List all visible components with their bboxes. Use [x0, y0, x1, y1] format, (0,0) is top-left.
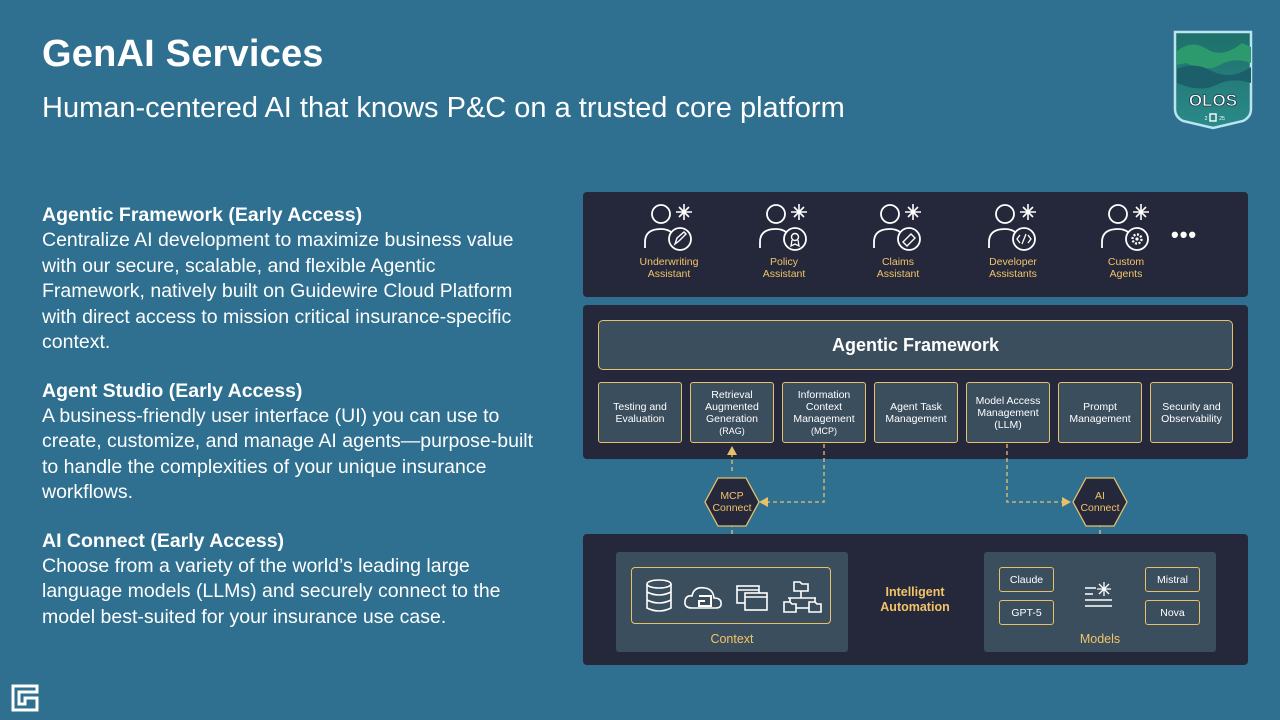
ai-sparkle-lines-icon — [1085, 582, 1112, 607]
badge-year-right: 25 — [1219, 116, 1225, 122]
model-chip-mistral: Mistral — [1145, 567, 1200, 592]
section-body: A business-friendly user interface (UI) … — [42, 404, 534, 504]
olos-badge-logo: OLOS 2 25 — [1172, 29, 1254, 130]
page-title: GenAI Services — [42, 33, 324, 75]
models-label: Models — [1079, 632, 1121, 646]
section-heading: Agent Studio (Early Access) — [42, 379, 303, 402]
custom-agent-icon — [1101, 204, 1149, 251]
policy-agent-icon — [759, 204, 807, 251]
section-agent-studio: Agent Studio (Early Access) A business-f… — [42, 379, 542, 506]
guidewire-logo-icon — [11, 684, 39, 712]
developer-agent-icon — [988, 204, 1036, 251]
database-icon — [646, 579, 672, 612]
section-body: Centralize AI development to maximize bu… — [42, 229, 514, 353]
model-chip-nova: Nova — [1145, 600, 1200, 625]
underwriting-agent-icon — [644, 204, 692, 251]
folder-tree-icon — [783, 581, 822, 613]
badge-year-left: 2 — [1205, 116, 1208, 122]
feature-sections: Agentic Framework (Early Access) Central… — [42, 203, 542, 653]
model-chip-claude: Claude — [999, 567, 1054, 592]
section-body: Choose from a variety of the world’s lea… — [42, 554, 501, 628]
windows-icon — [736, 585, 768, 611]
models-panel: Claude GPT-5 Mistral Nova Models — [984, 552, 1216, 652]
context-label: Context — [710, 632, 754, 646]
context-panel: Context — [616, 552, 848, 652]
cloud-icon — [684, 586, 722, 609]
page-subtitle: Human-centered AI that knows P&C on a tr… — [42, 92, 845, 124]
claims-agent-icon — [873, 204, 921, 251]
context-icons-box — [631, 567, 831, 624]
section-agentic-framework: Agentic Framework (Early Access) Central… — [42, 203, 542, 356]
model-chip-gpt5: GPT-5 — [999, 600, 1054, 625]
framework-title: Agentic Framework — [598, 320, 1233, 370]
section-heading: Agentic Framework (Early Access) — [42, 204, 363, 226]
section-ai-connect: AI Connect (Early Access) Choose from a … — [42, 529, 542, 631]
badge-text: OLOS — [1189, 91, 1237, 110]
more-agents-ellipsis: ••• — [1171, 222, 1198, 247]
section-heading: AI Connect (Early Access) — [42, 529, 285, 552]
